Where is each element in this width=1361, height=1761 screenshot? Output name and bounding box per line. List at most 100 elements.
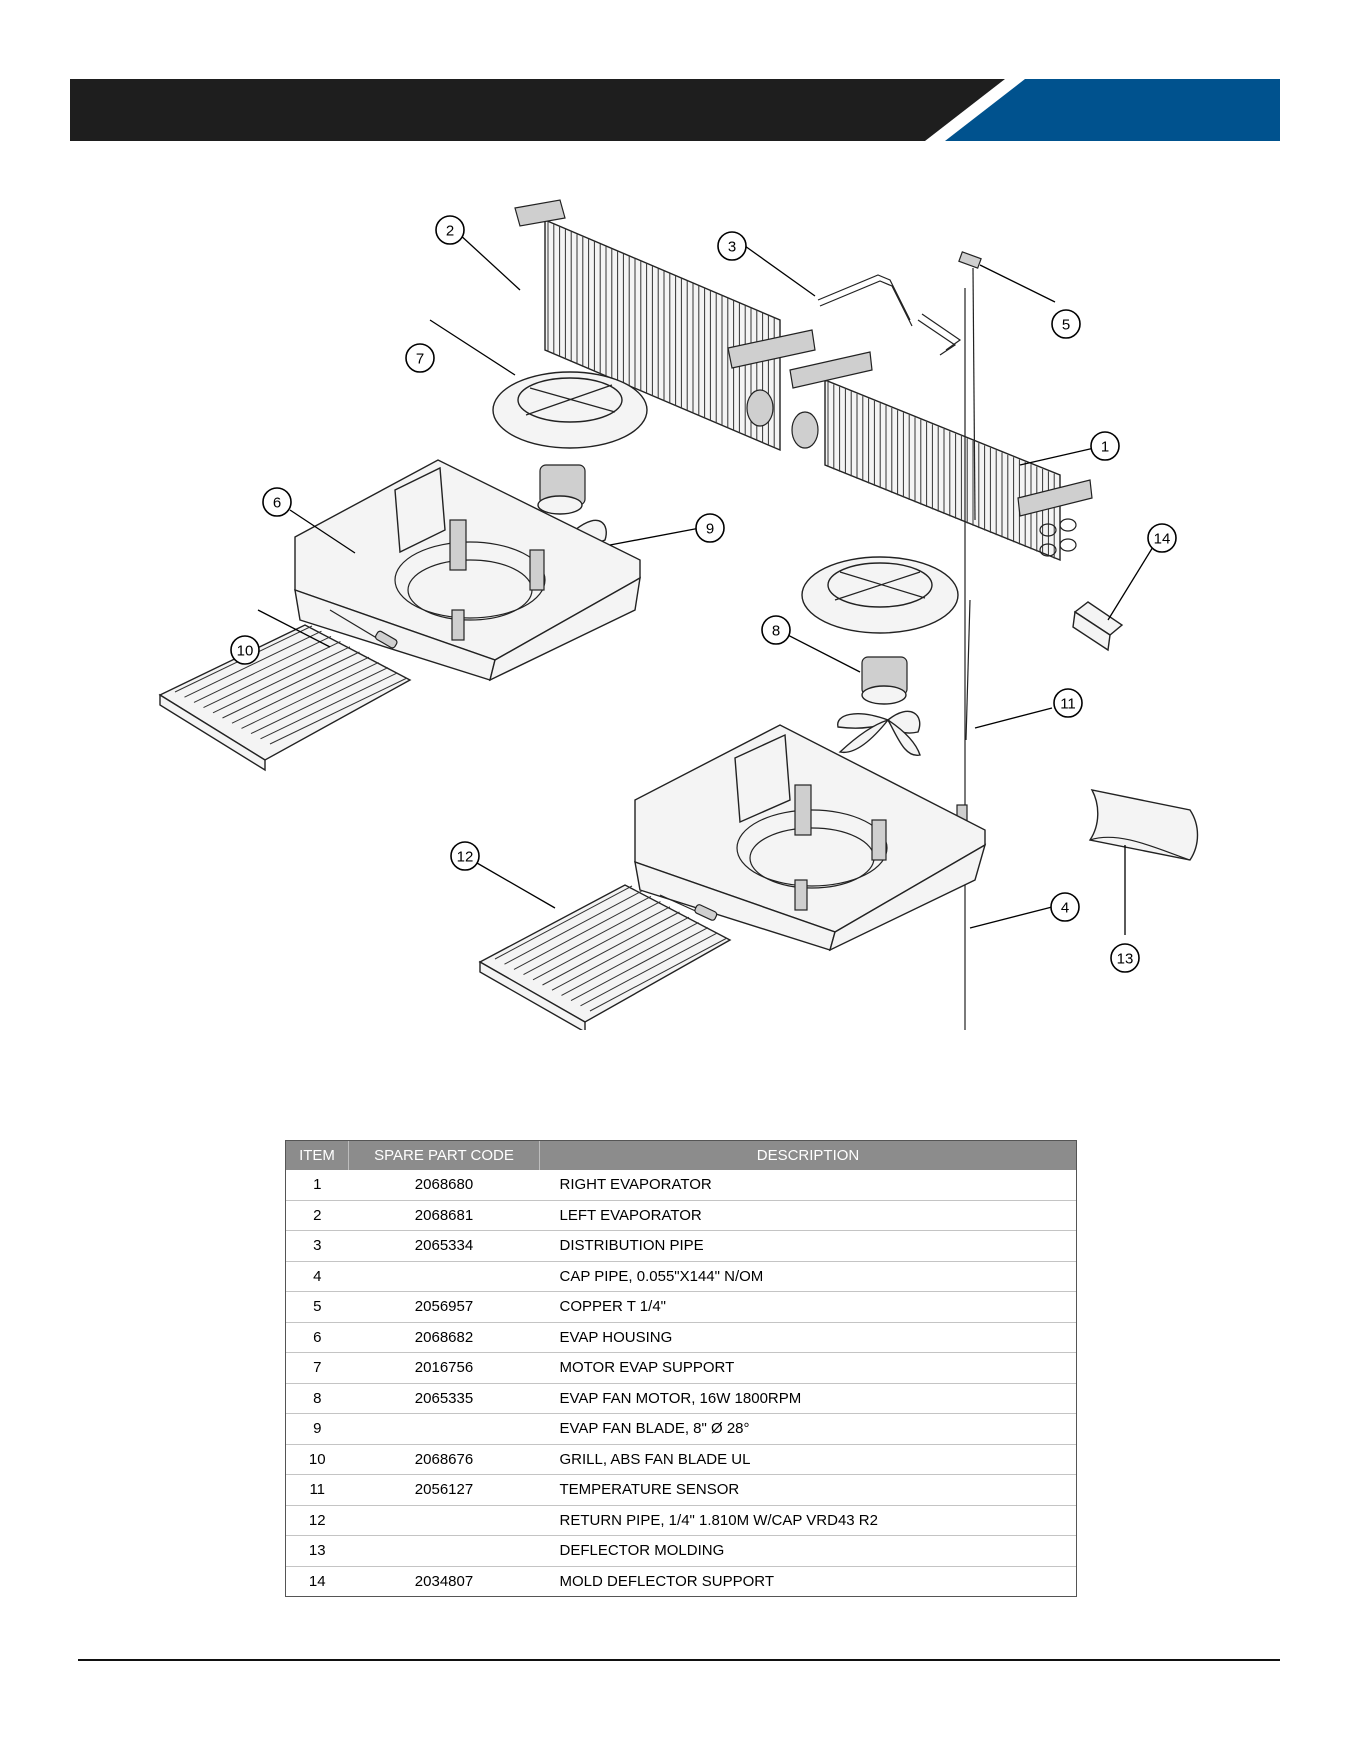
motor-support-top-drawing bbox=[492, 371, 648, 449]
parts-table-header-row: ITEM SPARE PART CODE DESCRIPTION bbox=[286, 1141, 1076, 1170]
fan-motor-and-blade-lower-drawing bbox=[837, 656, 921, 756]
description-cell: DISTRIBUTION PIPE bbox=[539, 1230, 1076, 1262]
svg-text:10: 10 bbox=[237, 643, 254, 660]
code-cell: 2034807 bbox=[414, 1572, 474, 1590]
description-cell: EVAP FAN BLADE, 8" Ø 28° bbox=[539, 1413, 1076, 1445]
code-cell: 2068681 bbox=[348, 1200, 540, 1231]
code-cell bbox=[348, 1535, 540, 1567]
svg-text:8: 8 bbox=[772, 623, 780, 640]
right-evaporator-drawing bbox=[789, 351, 1093, 562]
header-spare-part-code: SPARE PART CODE bbox=[348, 1141, 540, 1170]
item-cell: 11 bbox=[286, 1474, 349, 1506]
code-cell: 2065334 bbox=[348, 1230, 540, 1262]
item-cell: 4 bbox=[286, 1261, 349, 1292]
code-cell bbox=[348, 1413, 540, 1445]
item-cell: 8 bbox=[286, 1383, 349, 1414]
description-cell: LEFT EVAPORATOR bbox=[539, 1200, 1076, 1231]
description-cell: COPPER T 1/4" bbox=[539, 1291, 1076, 1323]
callout-7: 7 bbox=[405, 343, 435, 373]
item-cell: 3 bbox=[286, 1230, 349, 1262]
item-cell: 5 bbox=[286, 1291, 349, 1323]
deflector-support-drawing bbox=[1072, 601, 1124, 652]
code-cell bbox=[348, 1505, 540, 1536]
svg-text:12: 12 bbox=[457, 849, 474, 866]
table-row: 14 2034807 MOLD DEFLECTOR SUPPORT bbox=[286, 1566, 1076, 1596]
code-cell bbox=[348, 1261, 540, 1292]
callout-4: 4 bbox=[1050, 892, 1080, 922]
item-cell: 2 bbox=[286, 1200, 349, 1231]
callout-12: 12 bbox=[450, 841, 480, 871]
item-cell: 9 bbox=[286, 1413, 349, 1445]
callout-6: 6 bbox=[262, 487, 292, 517]
description-cell: GRILL, ABS FAN BLADE UL bbox=[539, 1444, 1076, 1475]
item-cell: 7 bbox=[286, 1352, 349, 1384]
item-cell: 13 bbox=[286, 1535, 349, 1567]
callout-8: 8 bbox=[761, 615, 791, 645]
evap-housing-upper-drawing bbox=[294, 459, 641, 682]
item-cell: 14 bbox=[308, 1572, 326, 1590]
description-cell: MOLD DEFLECTOR SUPPORT bbox=[559, 1572, 774, 1590]
header-description: DESCRIPTION bbox=[539, 1141, 1076, 1170]
code-cell: 2065335 bbox=[348, 1383, 540, 1414]
svg-text:7: 7 bbox=[416, 351, 424, 368]
header-accent-band bbox=[945, 79, 1280, 141]
item-cell: 1 bbox=[286, 1170, 349, 1201]
callout-14: 14 bbox=[1147, 523, 1177, 553]
temperature-sensor-lower-drawing bbox=[659, 894, 718, 921]
header-dark-band bbox=[70, 79, 1005, 141]
callout-9: 9 bbox=[695, 513, 725, 543]
item-cell: 6 bbox=[286, 1322, 349, 1353]
svg-text:14: 14 bbox=[1154, 531, 1171, 548]
code-cell: 2056127 bbox=[348, 1474, 540, 1506]
svg-text:6: 6 bbox=[273, 495, 281, 512]
description-cell: DEFLECTOR MOLDING bbox=[539, 1535, 1076, 1567]
code-cell: 2016756 bbox=[348, 1352, 540, 1384]
description-cell: RETURN PIPE, 1/4" 1.810M W/CAP VRD43 R2 bbox=[539, 1505, 1076, 1536]
motor-support-lower-drawing bbox=[801, 556, 959, 634]
item-cell: 10 bbox=[286, 1444, 349, 1475]
fan-grill-upper-drawing bbox=[158, 624, 412, 772]
table-row: 13 DEFLECTOR MOLDING bbox=[286, 1535, 1076, 1567]
svg-text:2: 2 bbox=[446, 223, 454, 240]
callout-13: 13 bbox=[1110, 943, 1140, 973]
description-cell: MOTOR EVAP SUPPORT bbox=[539, 1352, 1076, 1384]
distribution-pipe-drawing bbox=[817, 274, 962, 356]
code-cell: 2068680 bbox=[348, 1170, 540, 1201]
callout-5: 5 bbox=[1051, 309, 1081, 339]
header-item: ITEM bbox=[286, 1141, 349, 1170]
temperature-sensor-drawing bbox=[329, 609, 398, 649]
description-cell: EVAP FAN MOTOR, 16W 1800RPM bbox=[539, 1383, 1076, 1414]
description-cell: EVAP HOUSING bbox=[539, 1322, 1076, 1353]
evap-housing-lower-drawing bbox=[634, 724, 987, 952]
header-banner bbox=[70, 79, 1280, 141]
description-cell: RIGHT EVAPORATOR bbox=[539, 1170, 1076, 1201]
item-cell: 12 bbox=[286, 1505, 349, 1536]
svg-text:11: 11 bbox=[1060, 696, 1076, 713]
table-row: 12 RETURN PIPE, 1/4" 1.810M W/CAP VRD43 R… bbox=[286, 1505, 1076, 1536]
fan-grill-lower-drawing bbox=[478, 884, 732, 1030]
callout-3: 3 bbox=[717, 231, 747, 261]
table-row: 9 EVAP FAN BLADE, 8" Ø 28° bbox=[286, 1413, 1076, 1445]
code-cell: 2056957 bbox=[348, 1291, 540, 1323]
callout-2: 2 bbox=[435, 215, 465, 245]
callout-10: 10 bbox=[230, 635, 260, 665]
svg-text:1: 1 bbox=[1101, 439, 1109, 456]
deflector-molding-drawing bbox=[1088, 789, 1199, 861]
svg-text:3: 3 bbox=[728, 239, 736, 256]
leader-lines bbox=[257, 232, 1157, 935]
svg-text:5: 5 bbox=[1062, 317, 1070, 334]
code-cell: 2068682 bbox=[348, 1322, 540, 1353]
svg-text:13: 13 bbox=[1117, 951, 1134, 968]
